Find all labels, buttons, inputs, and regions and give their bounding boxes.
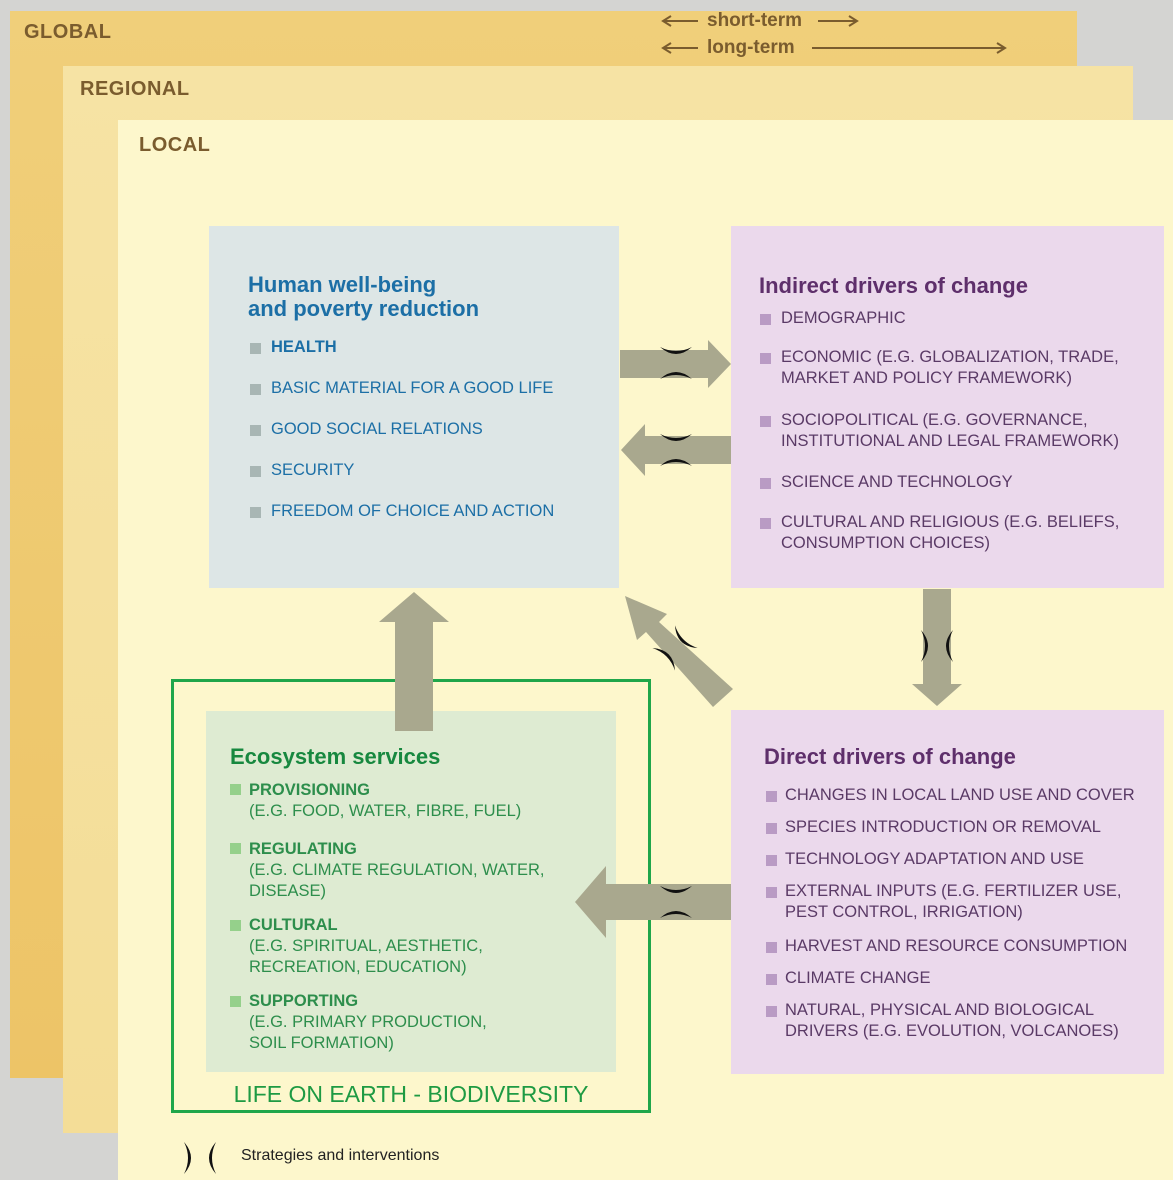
- bullet-square-icon: [760, 478, 771, 489]
- bullet-square-icon: [766, 974, 777, 985]
- bullet-square-icon: [230, 843, 241, 854]
- indirect-drivers-box: Indirect drivers of change DEMOGRAPHIC E…: [731, 226, 1164, 588]
- direct-driver-line: SPECIES INTRODUCTION OR REMOVAL: [785, 818, 1101, 836]
- ecosystem-service-name: PROVISIONING: [249, 781, 371, 799]
- ecosystem-service-provisioning: PROVISIONING (E.G. FOOD, WATER, FIBRE, F…: [249, 780, 521, 822]
- ecosystem-service-line: (E.G. SPIRITUAL, AESTHETIC,: [249, 937, 483, 955]
- indirect-driver-line: MARKET AND POLICY FRAMEWORK): [781, 369, 1072, 387]
- short-term-label: short-term: [707, 10, 803, 31]
- wellbeing-item-health: HEALTH: [271, 338, 337, 356]
- arrow-indirect-to-wellbeing: [621, 424, 731, 476]
- human-wellbeing-title-line2: and poverty reduction: [248, 296, 480, 321]
- direct-drivers-title: Direct drivers of change: [764, 744, 1016, 769]
- ecosystem-services-title: Ecosystem services: [230, 744, 441, 769]
- arrow-direct-to-ecosystem: [575, 866, 731, 938]
- biodiversity-label: LIFE ON EARTH - BIODIVERSITY: [233, 1081, 589, 1107]
- ecosystem-service-name: SUPPORTING: [249, 992, 359, 1010]
- indirect-driver-demographic: DEMOGRAPHIC: [781, 308, 906, 329]
- bullet-square-icon: [760, 416, 771, 427]
- bullet-square-icon: [250, 425, 261, 436]
- arrow-direct-to-wellbeing: [625, 596, 733, 707]
- long-term-label: long-term: [707, 37, 795, 58]
- indirect-driver-science: SCIENCE AND TECHNOLOGY: [781, 472, 1013, 493]
- bullet-square-icon: [766, 942, 777, 953]
- arrow-wellbeing-to-indirect: [620, 340, 731, 388]
- direct-driver-line: NATURAL, PHYSICAL AND BIOLOGICAL: [785, 1001, 1095, 1019]
- arrow-ecosystem-to-wellbeing: [379, 592, 449, 731]
- ecosystem-service-line: (E.G. FOOD, WATER, FIBRE, FUEL): [249, 802, 522, 820]
- ecosystem-services-box: Ecosystem services PROVISIONING (E.G. FO…: [206, 711, 616, 1072]
- human-wellbeing-title: Human well-being and poverty reduction: [248, 273, 479, 321]
- global-scale-label: GLOBAL: [24, 21, 112, 43]
- direct-driver-line: PEST CONTROL, IRRIGATION): [785, 903, 1023, 921]
- indirect-drivers-title: Indirect drivers of change: [759, 273, 1028, 298]
- human-wellbeing-box: Human well-being and poverty reduction H…: [209, 226, 619, 588]
- ecosystem-service-line: (E.G. PRIMARY PRODUCTION,: [249, 1013, 487, 1031]
- bullet-square-icon: [250, 343, 261, 354]
- indirect-driver-cultural: CULTURAL AND RELIGIOUS (E.G. BELIEFS, CO…: [781, 512, 1119, 554]
- direct-driver-line: EXTERNAL INPUTS (E.G. FERTILIZER USE,: [785, 882, 1122, 900]
- bullet-square-icon: [760, 518, 771, 529]
- indirect-driver-line: CULTURAL AND RELIGIOUS (E.G. BELIEFS,: [781, 513, 1120, 531]
- ecosystem-service-regulating: REGULATING (E.G. CLIMATE REGULATION, WAT…: [249, 839, 545, 902]
- legend-label: Strategies and interventions: [241, 1147, 440, 1164]
- direct-driver-climate: CLIMATE CHANGE: [785, 968, 930, 989]
- direct-driver-line: DRIVERS (E.G. EVOLUTION, VOLCANOES): [785, 1022, 1119, 1040]
- ecosystem-service-line: DISEASE): [249, 882, 327, 900]
- local-scale-label: LOCAL: [139, 134, 211, 156]
- direct-driver-harvest: HARVEST AND RESOURCE CONSUMPTION: [785, 936, 1127, 957]
- bullet-square-icon: [760, 353, 771, 364]
- indirect-driver-line: CONSUMPTION CHOICES): [781, 534, 991, 552]
- ecosystem-service-line: SOIL FORMATION): [249, 1034, 394, 1052]
- indirect-driver-line: SCIENCE AND TECHNOLOGY: [781, 473, 1013, 491]
- ecosystem-service-line: (E.G. CLIMATE REGULATION, WATER,: [249, 861, 545, 879]
- direct-drivers-box: Direct drivers of change CHANGES IN LOCA…: [731, 710, 1164, 1074]
- direct-driver-line: HARVEST AND RESOURCE CONSUMPTION: [785, 937, 1128, 955]
- indirect-driver-line: SOCIOPOLITICAL (E.G. GOVERNANCE,: [781, 411, 1088, 429]
- ecosystem-service-name: REGULATING: [249, 840, 357, 858]
- direct-driver-natural: NATURAL, PHYSICAL AND BIOLOGICAL DRIVERS…: [785, 1000, 1119, 1042]
- direct-driver-line: CHANGES IN LOCAL LAND USE AND COVER: [785, 786, 1135, 804]
- indirect-driver-line: DEMOGRAPHIC: [781, 309, 906, 327]
- wellbeing-item-security: SECURITY: [271, 461, 355, 479]
- intervention-brackets-icon: [184, 1142, 216, 1174]
- direct-driver-technology: TECHNOLOGY ADAPTATION AND USE: [785, 849, 1084, 870]
- direct-driver-line: TECHNOLOGY ADAPTATION AND USE: [785, 850, 1084, 868]
- ecosystem-service-supporting: SUPPORTING (E.G. PRIMARY PRODUCTION, SOI…: [249, 991, 487, 1054]
- bullet-square-icon: [766, 1006, 777, 1017]
- bullet-square-icon: [250, 466, 261, 477]
- direct-driver-line: CLIMATE CHANGE: [785, 969, 931, 987]
- time-scale-arrows: [661, 15, 1007, 54]
- bullet-square-icon: [766, 791, 777, 802]
- bullet-square-icon: [766, 823, 777, 834]
- bullet-square-icon: [766, 855, 777, 866]
- bullet-square-icon: [230, 920, 241, 931]
- direct-driver-species: SPECIES INTRODUCTION OR REMOVAL: [785, 817, 1101, 838]
- arrow-indirect-to-direct: [912, 589, 962, 706]
- direct-driver-external-inputs: EXTERNAL INPUTS (E.G. FERTILIZER USE, PE…: [785, 881, 1121, 923]
- bullet-square-icon: [250, 507, 261, 518]
- bullet-square-icon: [766, 887, 777, 898]
- wellbeing-item-social-relations: GOOD SOCIAL RELATIONS: [271, 420, 483, 438]
- indirect-driver-line: INSTITUTIONAL AND LEGAL FRAMEWORK): [781, 432, 1119, 450]
- ecosystem-service-name: CULTURAL: [249, 916, 338, 934]
- indirect-driver-sociopolitical: SOCIOPOLITICAL (E.G. GOVERNANCE, INSTITU…: [781, 410, 1119, 452]
- wellbeing-item-freedom: FREEDOM OF CHOICE AND ACTION: [271, 502, 555, 520]
- bullet-square-icon: [760, 314, 771, 325]
- bullet-square-icon: [250, 384, 261, 395]
- regional-scale-label: REGIONAL: [80, 78, 190, 100]
- human-wellbeing-title-line1: Human well-being: [248, 272, 437, 297]
- bullet-square-icon: [230, 784, 241, 795]
- ecosystem-service-cultural: CULTURAL (E.G. SPIRITUAL, AESTHETIC, REC…: [249, 915, 483, 978]
- ecosystem-service-line: RECREATION, EDUCATION): [249, 958, 467, 976]
- direct-driver-land-use: CHANGES IN LOCAL LAND USE AND COVER: [785, 785, 1135, 806]
- indirect-driver-economic: ECONOMIC (E.G. GLOBALIZATION, TRADE, MAR…: [781, 347, 1119, 389]
- wellbeing-item-basic-material: BASIC MATERIAL FOR A GOOD LIFE: [271, 379, 554, 397]
- indirect-driver-line: ECONOMIC (E.G. GLOBALIZATION, TRADE,: [781, 348, 1119, 366]
- bullet-square-icon: [230, 996, 241, 1007]
